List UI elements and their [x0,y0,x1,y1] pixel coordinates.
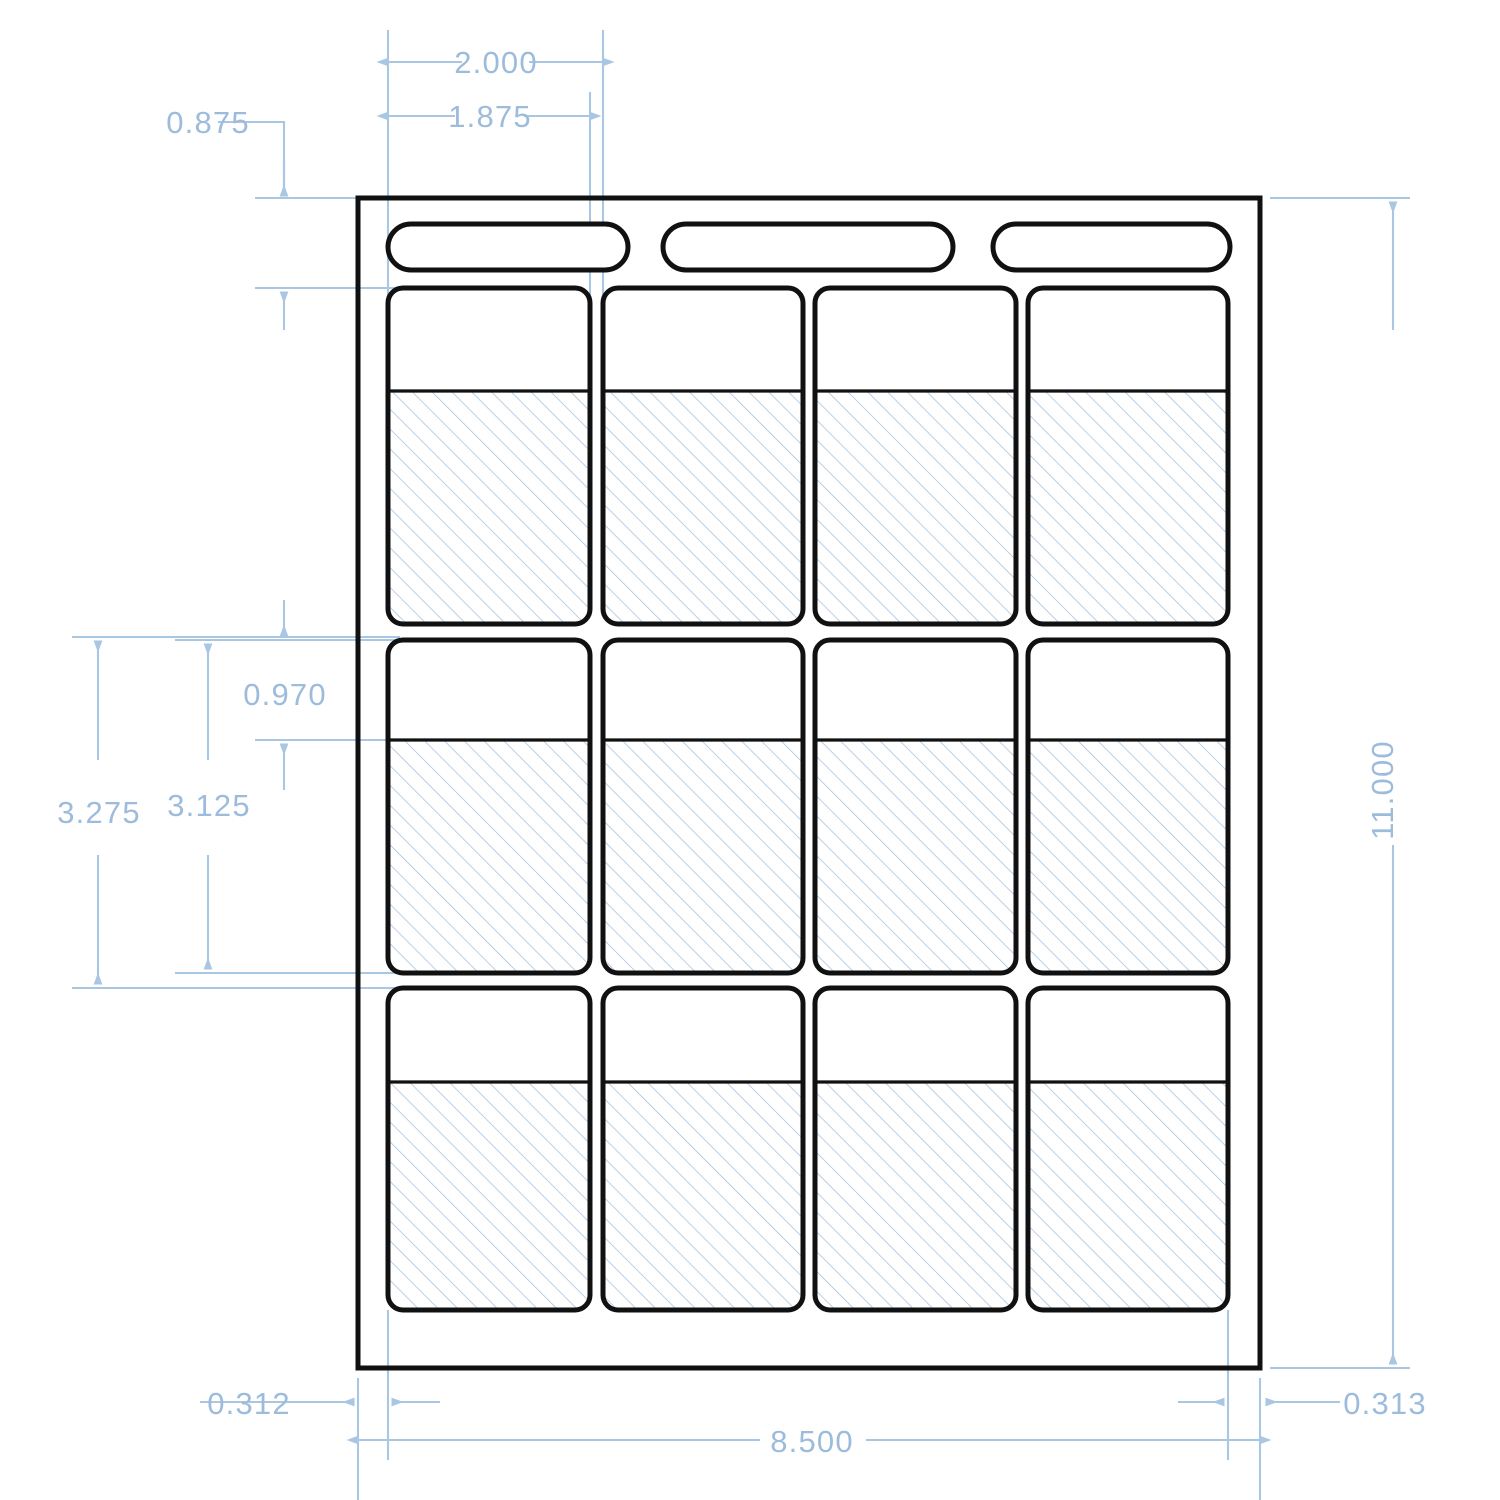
dim-label-top-margin: 0.875 [166,105,250,140]
dim-label-sheet-height: 11.000 [1365,740,1400,840]
label-hatch-body [603,391,803,624]
dimension-network [72,30,1410,1500]
label-card [1025,285,1231,627]
label-hatch-body [603,1082,803,1310]
dimension-labels: 2.000 1.875 0.875 0.970 3.125 3.275 11.0… [57,45,1427,1459]
dim-label-left-margin: 0.312 [207,1386,291,1421]
dim-label-sheet-width: 8.500 [770,1424,854,1459]
label-hatch-body [815,740,1016,973]
label-row-3 [385,985,1231,1313]
label-row-2 [385,637,1231,976]
label-card [812,637,1019,976]
label-hatch-body [1028,1082,1228,1310]
dim-label-header-height: 0.970 [243,677,327,712]
label-hatch-body [815,1082,1016,1310]
label-card [600,637,806,976]
label-card [812,985,1019,1313]
sheet-outline [355,195,1263,1371]
label-card [600,985,806,1313]
top-slot-row [385,221,1233,273]
label-card-outline [600,285,806,627]
top-slot-1 [385,221,631,273]
label-card-outline [385,285,593,627]
label-card [1025,637,1231,976]
label-card-outline [600,985,806,1313]
top-slot-3 [990,221,1233,273]
label-card-outline [812,285,1019,627]
label-card-outline [812,985,1019,1313]
label-card [600,285,806,627]
label-card-outline [1025,285,1231,627]
dim-label-label-height: 3.125 [167,788,251,823]
label-row-1 [385,285,1231,627]
label-card-outline [600,637,806,976]
label-card [1025,985,1231,1313]
label-card [812,285,1019,627]
label-hatch-body [603,740,803,973]
label-card [385,637,593,976]
label-hatch-body [388,391,590,624]
label-hatch-body [388,740,590,973]
label-card [385,285,593,627]
label-hatch-body [1028,391,1228,624]
dim-label-column-pitch: 2.000 [454,45,538,80]
label-card-outline [1025,985,1231,1313]
top-slot-2 [660,221,956,273]
label-card-outline [1025,637,1231,976]
dim-label-row-pitch: 3.275 [57,795,141,830]
label-card-outline [385,637,593,976]
label-hatch-body [388,1082,590,1310]
label-card-outline [812,637,1019,976]
label-card-outline [385,985,593,1313]
dim-label-label-width: 1.875 [448,99,532,134]
label-hatch-body [1028,740,1228,973]
label-card [385,985,593,1313]
dim-label-right-margin: 0.313 [1343,1386,1427,1421]
label-hatch-body [815,391,1016,624]
